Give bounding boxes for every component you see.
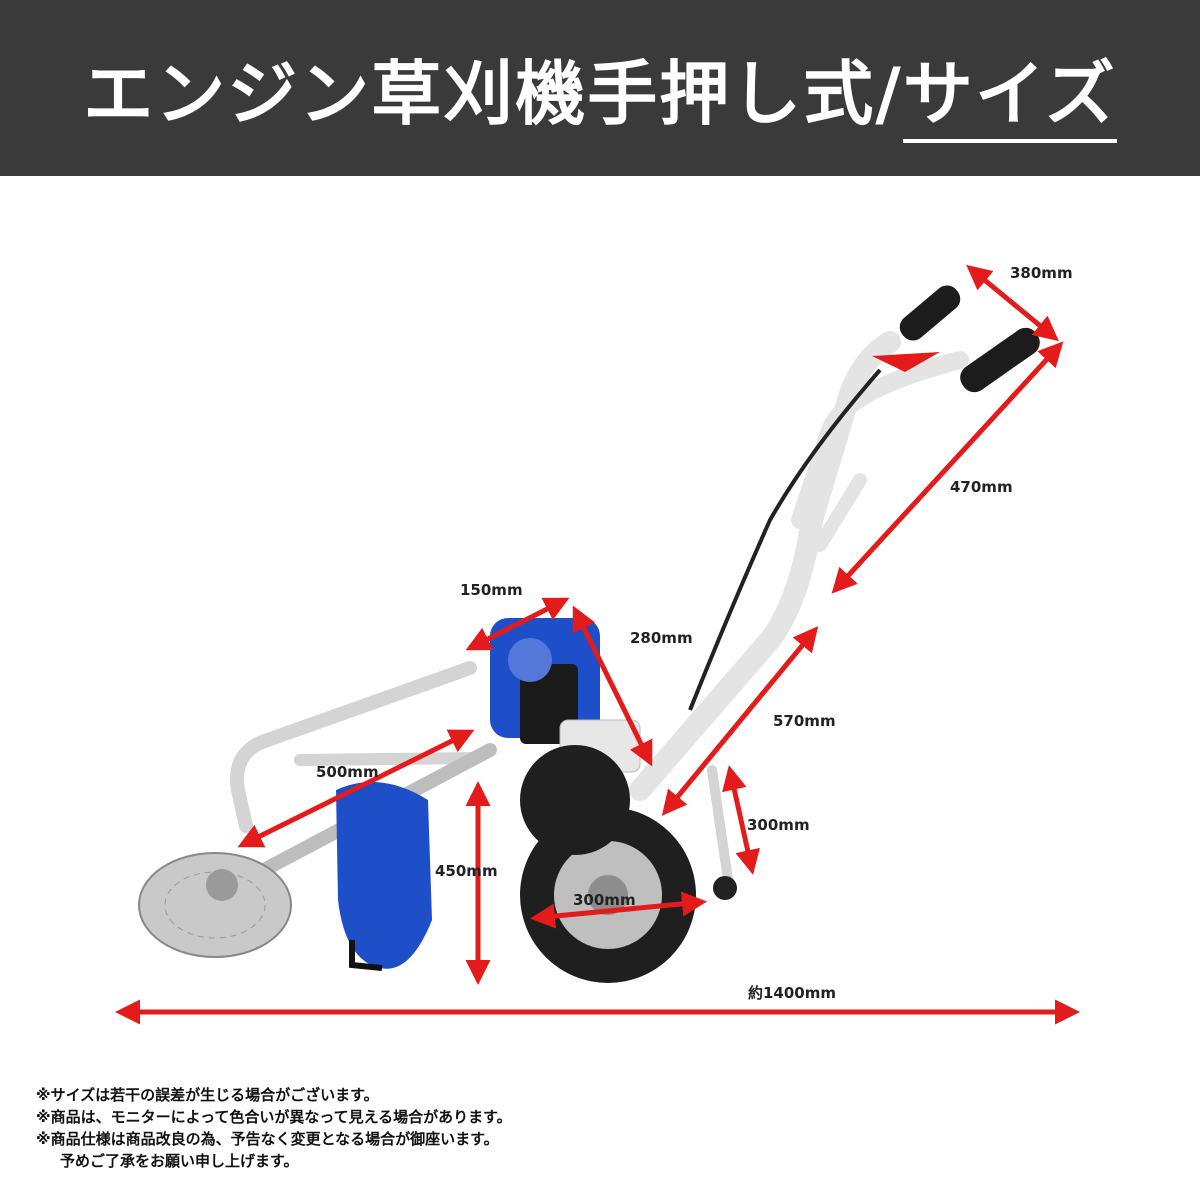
mower-illustration: 380mm 470mm 150mm 280mm 570mm 500mm 300m… (115, 264, 1080, 1025)
title-banner: エンジン草刈機手押し式/サイズ (0, 0, 1200, 176)
arrow-wheel-diameter (530, 891, 707, 929)
arrow-frame-length (661, 626, 819, 816)
dimension-labels: 380mm 470mm 150mm 280mm 570mm 500mm 300m… (316, 264, 1073, 1002)
label-handle-width: 380mm (1010, 264, 1073, 282)
arrow-shaft-length (237, 729, 475, 848)
note-item: 予めご了承をお願い申し上げます。 (60, 1152, 299, 1170)
arrow-handle-width (966, 264, 1059, 342)
title-underlined: サイズ (902, 52, 1117, 143)
arrow-caster-height (722, 765, 760, 875)
arrow-engine-height (572, 605, 653, 767)
mower-body (138, 285, 1040, 983)
title-main: エンジン草刈機手押し式/ (83, 52, 903, 135)
label-total-length: 約1400mm (748, 984, 836, 1002)
note-item: ※商品は、モニターによって色合いが異なって見える場合があります。 (36, 1108, 512, 1126)
page-title: エンジン草刈機手押し式/サイズ (83, 38, 1117, 143)
label-shaft-length: 500mm (316, 763, 379, 781)
label-wheel-diameter: 300mm (573, 891, 636, 909)
product-diagram: 380mm 470mm 150mm 280mm 570mm 500mm 300m… (0, 176, 1200, 1076)
note-item: ※サイズは若干の誤差が生じる場合がございます。 (36, 1086, 379, 1104)
disclaimer-notes: ※サイズは若干の誤差が生じる場合がございます。 ※商品は、モニターによって色合い… (36, 1084, 1156, 1172)
label-frame-length: 570mm (773, 712, 836, 730)
label-guard-height: 450mm (435, 862, 498, 880)
label-engine-width: 150mm (460, 581, 523, 599)
arrow-engine-width (465, 597, 570, 651)
arrow-handle-length (831, 341, 1064, 594)
note-item: ※商品仕様は商品改良の為、予告なく変更となる場合が御座います。 (36, 1130, 499, 1148)
label-handle-length: 470mm (950, 478, 1013, 496)
dimension-arrows (115, 264, 1080, 1025)
label-engine-height: 280mm (630, 629, 693, 647)
label-caster-height: 300mm (747, 816, 810, 834)
